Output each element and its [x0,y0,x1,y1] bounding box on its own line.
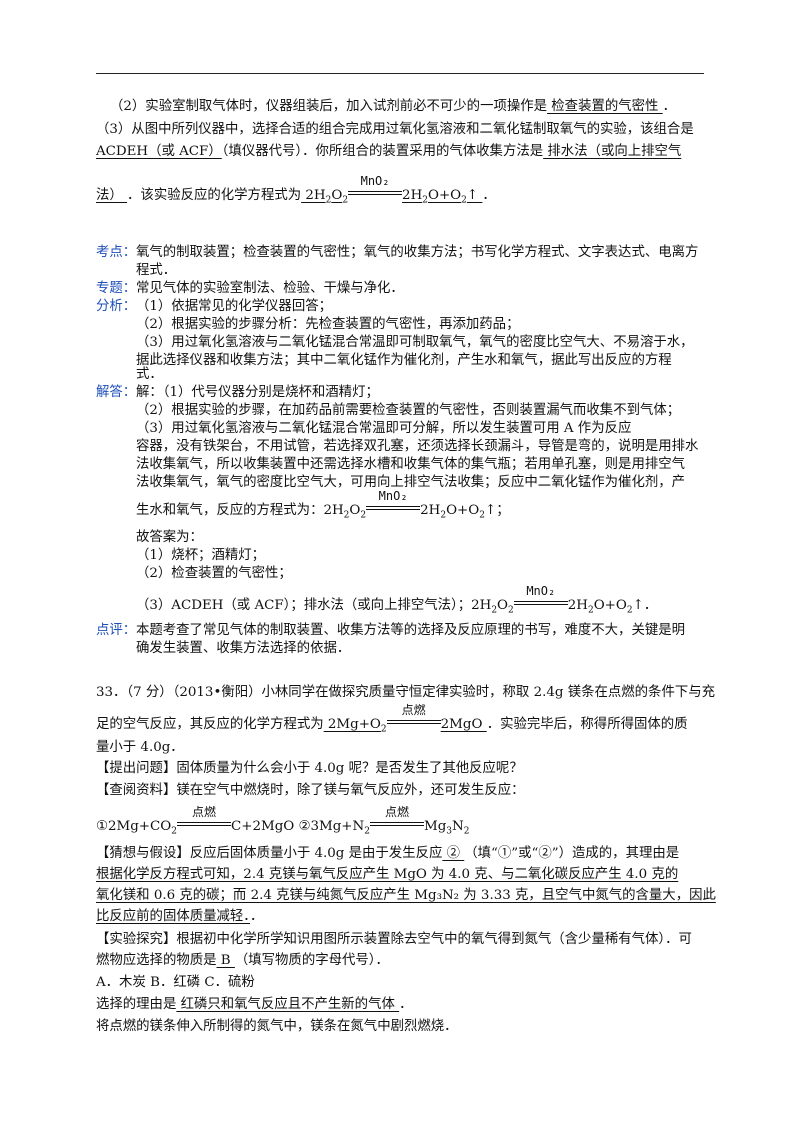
ignite-arrow: 点燃 [386,703,441,731]
q2-line: （2）实验室制取气体时，仪器组装后，加入试剂前必不可少的一项操作是 检查装置的气… [110,99,677,114]
fenxi-5: 式． [136,367,163,382]
ignite-arrow: 点燃 [177,805,231,833]
jieda-4: 容器，没有铁架台，不用试管，若选择双孔塞，还须选择长颈漏斗，导管是弯的，说明是用… [136,439,699,454]
q33-line1: 33．（7 分）（2013•衡阳）小林同学在做探究质量守恒定律实验时，称取 2.… [96,685,716,700]
q33-reason-3: 比反应前的固体质量减轻．． [96,909,264,924]
fenxi-2: （2）根据实验的步骤分析：先检查装置的气密性，再添加药品； [136,317,520,332]
ignite-arrow: 点燃 [369,805,424,833]
q33-last: 将点燃的镁条伸入所制得的氮气中，镁条在氮气中剧烈燃烧． [96,1019,458,1034]
gu-2: （2）检查装置的气密性； [136,566,292,581]
dianping-2: 确发生装置、收集方法选择的依据． [136,641,351,656]
fenxi: 分析：（1）依据常见的化学仪器回答； [96,299,332,314]
q33-tanjiu-1: 【实验探究】根据初中化学所学知识用图所示装置除去空气中的氧气得到氮气（含少量稀有… [96,932,692,947]
fenxi-3: （3）用过氧化氢溶液与二氧化锰混合常温即可制取氧气，氧气的密度比空气大、不易溶于… [136,335,694,350]
q2-answer: 检查装置的气密性 [547,99,663,114]
q3-line1: （3）从图中所列仪器中，选择合适的组合完成用过氧化氢溶液和二氧化锰制取氧气的实验… [96,122,694,137]
header-rule [96,73,704,74]
jieda-6: 法收集氧气，氧气的密度比空气大，可用向上排空气法收集；反应中二氧化锰作为催化剂，… [136,475,686,490]
catalyst-arrow: MnO₂ [513,584,568,612]
jieda: 解答：解：（1）代号仪器分别是烧杯和酒精灯； [96,385,379,400]
gu-title: 故答案为： [136,530,203,545]
q33-tiwen: 【提出问题】固体质量为什么会小于 4.0g 呢？是否发生了其他反应呢？ [96,761,523,776]
q33-reason-2: 氧化镁和 0.6 克的碳；而 2.4 克镁与纯氮气反应产生 Mg₃N₂ 为 3.… [96,888,716,903]
q3-combo: ACDEH（或 ACF） [96,144,222,159]
q3-method: 排水法（或向上排空气 [543,144,682,159]
q33-caixiang: 【猜想与假设】反应后固体质量小于 4.0g 是由于发生反应 ② （填“①”或“②… [96,846,680,861]
q33-line3: 量小于 4.0g． [96,740,184,755]
dianping: 点评：本题考查了常见气体的制取装置、收集方法等的选择及反应原理的书写，难度不大，… [96,623,686,638]
q33-options: A．木炭 B．红磷 C．硫粉 [96,975,255,990]
kaodian: 考点：氧气的制取装置；检查装置的气密性；氧气的收集方法；书写化学方程式、文字表达… [96,245,699,260]
kaodian-cont: 程式． [136,263,177,278]
catalyst-arrow: MnO₂ [366,489,421,517]
q33-caixiang-answer: ② [442,846,465,861]
q33-tanjiu-answer: B [216,953,235,968]
catalyst-arrow: MnO₂ [348,174,403,202]
q3-line2: ACDEH（或 ACF）（填仪器代号）．你所组合的装置采用的气体收集方法是 排水… [96,144,682,159]
q33-tanjiu-2: 燃物应选择的物质是 B （填写物质的字母代号）． [96,953,389,968]
gu-1: （1）烧杯；酒精灯； [136,548,266,563]
jieda-3: （3）用过氧化氢溶液与二氧化锰混合常温即可分解，所以发生装置可用 A 作为反应 [136,421,632,436]
zhuanti: 专题：常见气体的实验室制法、检验、干燥与净化． [96,281,404,296]
fenxi-4: 据此选择仪器和收集方法；其中二氧化锰作为催化剂，产生水和氧气，据此写出反应的方程 [136,353,672,368]
q33-reason-1: 根据化学反方程式可知，2.4 克镁与氧气反应产生 MgO 为 4.0 克、与二氧… [96,867,679,882]
q33-liyou: 选择的理由是 红磷只和氧气反应且不产生新的气体 ． [96,997,413,1012]
jieda-2: （2）根据实验的步骤，在加药品前需要检查装置的气密性，否则装置漏气而收集不到气体… [136,403,681,418]
q33-chayue: 【查阅资料】镁在空气中燃烧时，除了镁与氧气反应外，还可发生反应： [96,783,525,798]
jieda-5: 法收集氧气，所以收集装置中还需选择水槽和收集气体的集气瓶；若用单孔塞，则是用排空… [136,457,686,472]
q33-liyou-answer: 红磷只和氧气反应且不产生新的气体 [176,997,400,1012]
